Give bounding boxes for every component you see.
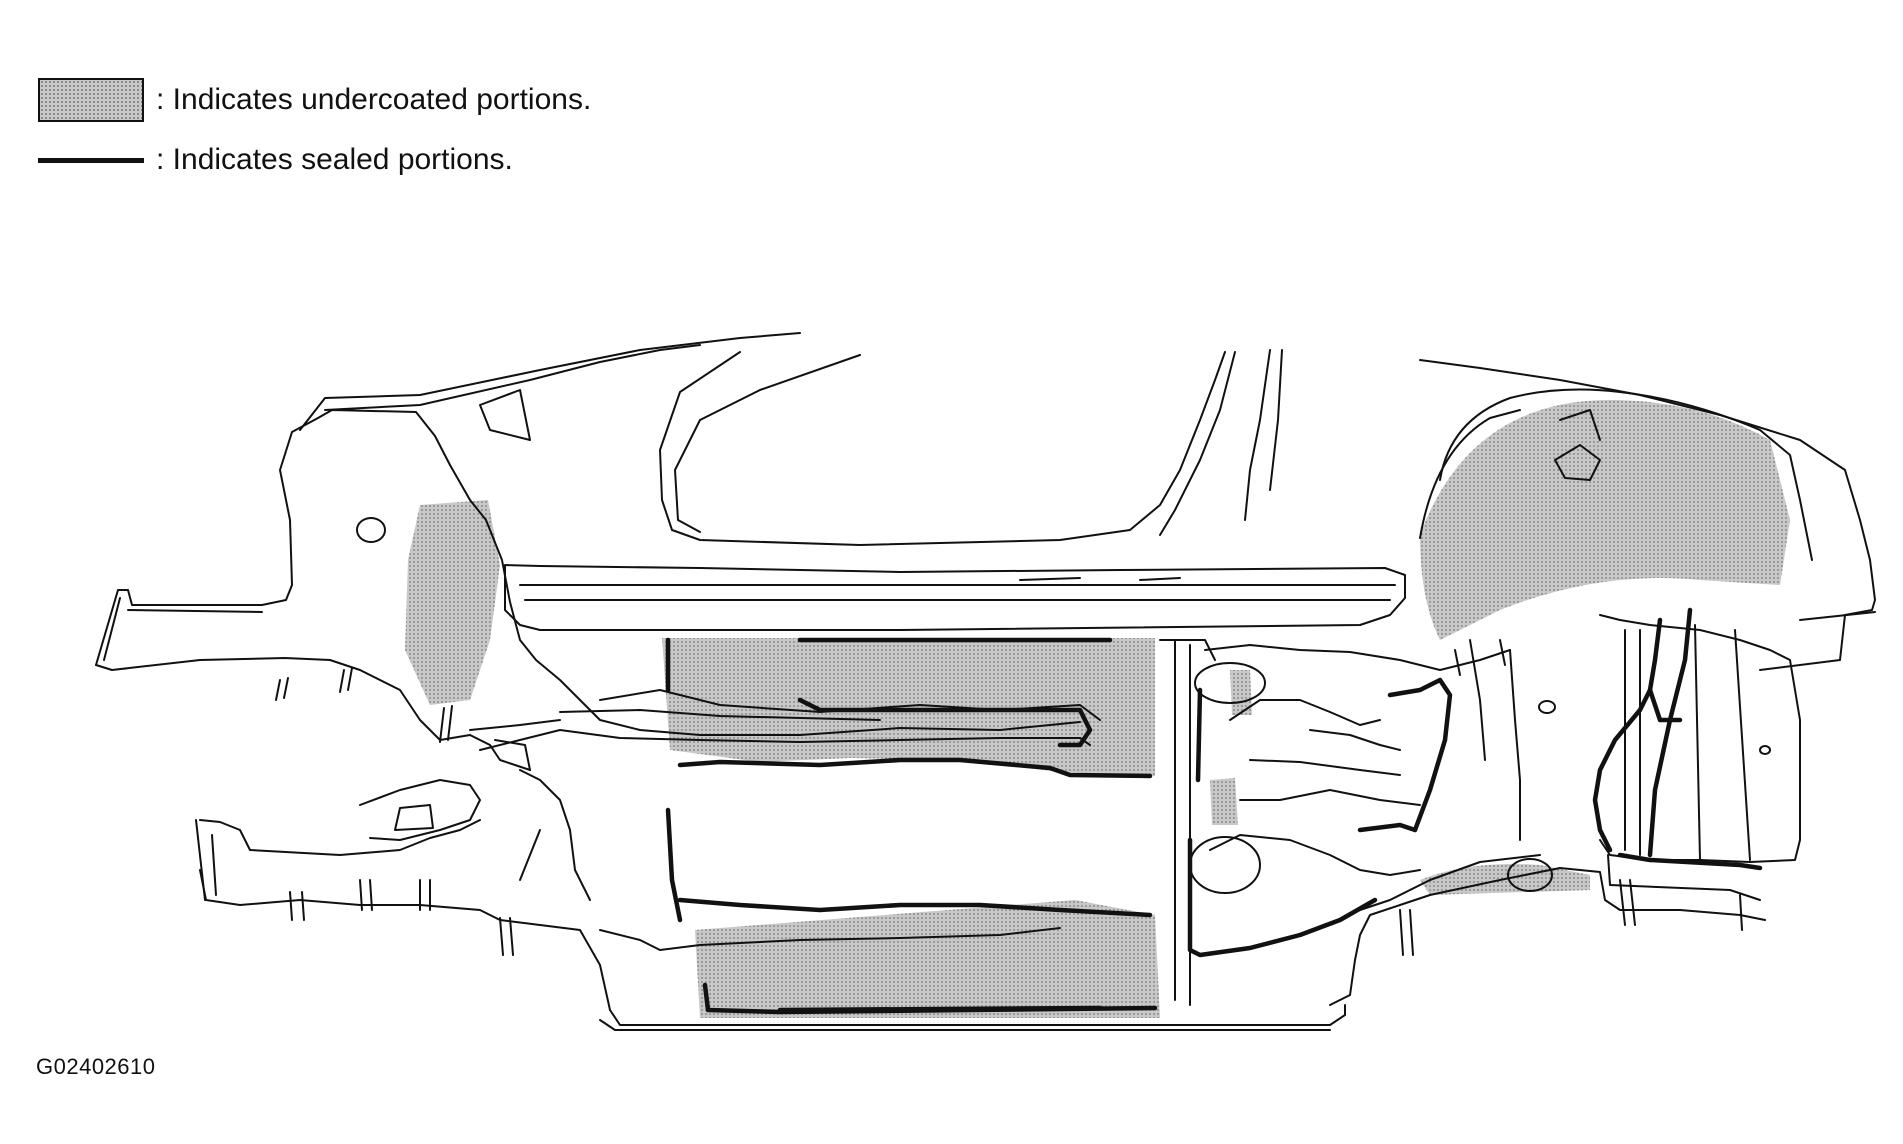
undercoat-center-lower [695,900,1160,1018]
sealed-seams [665,607,1763,1015]
legend-undercoat-row: : Indicates undercoated portions. [38,74,591,126]
undercoated-areas [405,400,1790,1018]
seal-rear-closing-left [1592,617,1663,853]
legend-undercoat-label: : Indicates undercoated portions. [156,83,592,116]
undercoat-rear-floor-spot-2 [1210,778,1238,825]
seal-floor-left-vertical [665,807,683,923]
seal-rear-closing-mid [1647,687,1683,723]
seal-tunnel-left [1195,687,1203,783]
undercoat-front-pillar [405,500,500,705]
seal-lower-rocker-front [777,1005,1103,1013]
seal-tunnel-lower [1187,837,1378,958]
seal-upper-rocker-inner [797,697,1093,748]
seal-rear-floor-arc [1387,677,1453,833]
body-outline [95,332,1876,1031]
seal-rear-closing-right [1647,607,1693,858]
legend-sealed-label: : Indicates sealed portions. [156,143,513,176]
undercoat-swatch [38,78,144,122]
seal-center-floor-front [677,757,1153,779]
figure-code: G02402610 [36,1054,156,1079]
seal-center-floor-lower [677,897,1153,918]
seal-rear-floor-diagonal [1357,822,1418,833]
legend: : Indicates undercoated portions. : Indi… [38,74,591,194]
legend-sealed-row: : Indicates sealed portions. [38,134,591,186]
seal-rear-lower [1617,852,1763,871]
undercoat-rear-wheelhouse [1420,400,1790,640]
sealed-line-sample [38,157,144,163]
